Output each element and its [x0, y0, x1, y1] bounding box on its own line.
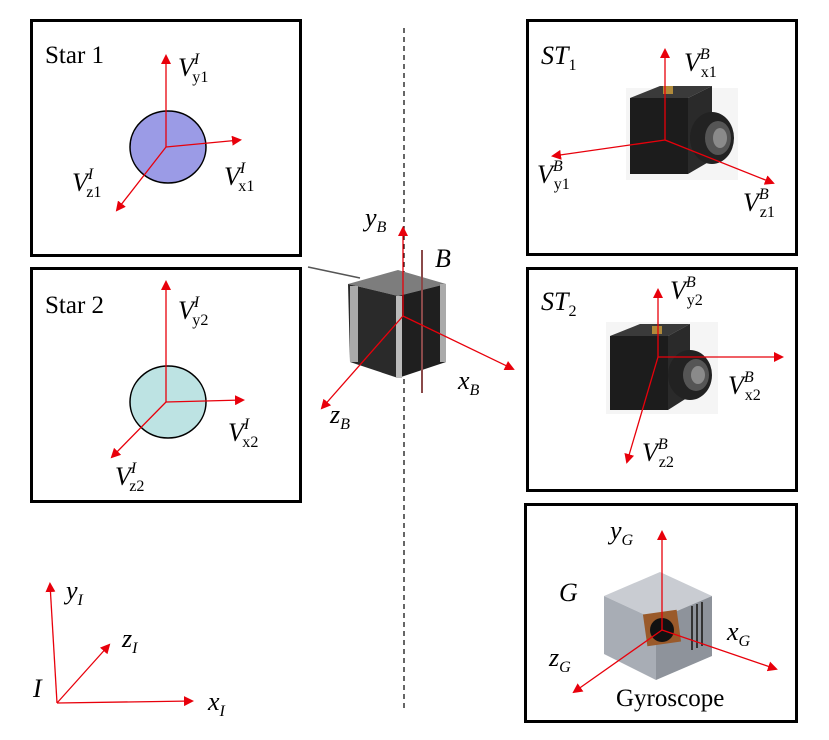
- star1-vy-label: VIy1: [178, 51, 209, 86]
- body-z-label: zB: [330, 400, 350, 433]
- body-frame-label: B: [435, 244, 451, 273]
- star1-vx-label: VIx1: [224, 160, 255, 195]
- gyro-axes: [572, 530, 778, 694]
- inertial-frame-label: I: [33, 674, 42, 703]
- star1-title: Star 1: [45, 42, 105, 69]
- gyroscope-image: [604, 572, 712, 680]
- gyro-frame-label: G: [559, 578, 578, 607]
- gyro-x-label: xG: [727, 617, 751, 650]
- st1-vy-label: VBy1: [537, 158, 570, 193]
- st2-axes: [624, 288, 784, 464]
- body-y-label: yB: [365, 203, 387, 236]
- st2-vx-label: VBx2: [728, 369, 761, 404]
- st2-vz-label: VBz2: [642, 436, 674, 471]
- star2-vy-label: VIy2: [178, 294, 209, 329]
- star2-axes: [110, 280, 245, 459]
- star1-axes: [115, 54, 242, 212]
- body-axes: [320, 226, 515, 410]
- inertial-axes: [45, 582, 194, 707]
- inertial-y-label: yI: [66, 576, 83, 609]
- gyro-y-label: yG: [610, 516, 634, 549]
- cubesat-image: [307, 250, 446, 393]
- inertial-z-label: zI: [122, 624, 138, 657]
- st1-vz-label: VBz1: [743, 186, 775, 221]
- st2-vy-label: VBy2: [670, 274, 703, 309]
- gyro-z-label: zG: [549, 643, 571, 676]
- st2-camera-image: [606, 322, 718, 414]
- star2-vx-label: VIx2: [228, 416, 259, 451]
- star2-title: Star 2: [45, 292, 105, 319]
- st1-vx-label: VBx1: [684, 46, 717, 81]
- st2-title: ST2: [541, 287, 577, 320]
- st1-axes: [551, 48, 775, 185]
- st1-camera-image: [626, 86, 738, 180]
- star1-vz-label: VIz1: [72, 166, 102, 201]
- gyroscope-caption: Gyroscope: [616, 685, 725, 712]
- body-x-label: xB: [458, 366, 480, 399]
- st1-title: ST1: [541, 41, 577, 74]
- star2-vz-label: VIz2: [115, 460, 145, 495]
- inertial-x-label: xI: [208, 687, 225, 720]
